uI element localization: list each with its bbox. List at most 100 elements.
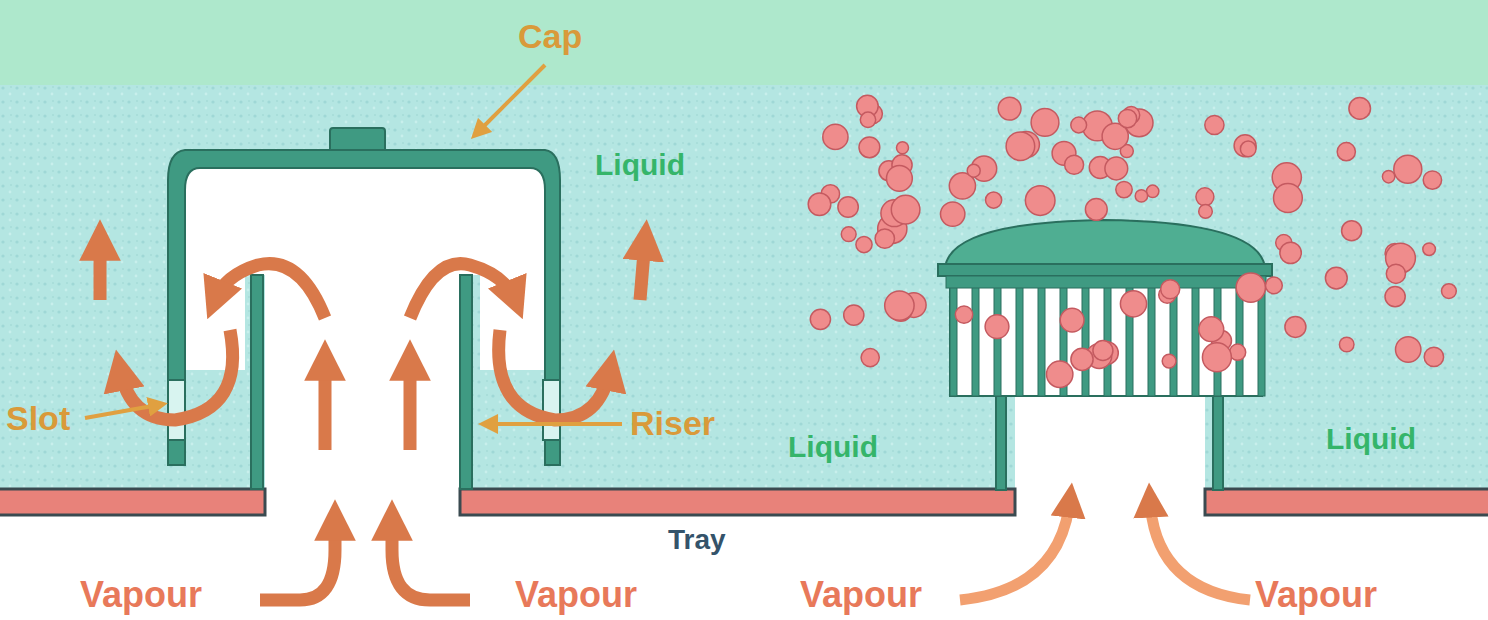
bubble (1442, 284, 1457, 299)
bubble (841, 227, 856, 242)
part-label: Slot (6, 400, 70, 437)
bubble (823, 124, 848, 149)
bubble (1396, 337, 1421, 362)
bubble (941, 202, 965, 226)
top-band (0, 0, 1488, 95)
slot (543, 380, 560, 440)
bubble (844, 305, 864, 325)
bubble (1424, 347, 1443, 366)
valve-band (946, 276, 1266, 288)
part-label: Cap (518, 18, 582, 55)
bubble (885, 291, 914, 320)
slot-bar (1082, 276, 1089, 396)
flow-label: Vapour (80, 575, 202, 615)
bubble (998, 97, 1021, 120)
bubble (1337, 143, 1355, 161)
bubble (1266, 277, 1283, 294)
bubble (861, 349, 879, 367)
bubble (1060, 308, 1084, 332)
vapour-flow-arrow (960, 500, 1250, 600)
bubble (1325, 267, 1347, 289)
tray-plate (0, 489, 1488, 515)
flow-label: Vapour (515, 575, 637, 615)
leader-line (85, 65, 622, 424)
flow-label: Vapour (1255, 575, 1377, 615)
bubble (856, 237, 872, 253)
part-label: Riser (630, 405, 715, 442)
bubble (1423, 243, 1436, 256)
slot-bar (1104, 276, 1111, 396)
bubble (1236, 273, 1265, 302)
bubble (1385, 287, 1405, 307)
bubble (1285, 316, 1306, 337)
slot-bar (1192, 276, 1199, 396)
flow-label: Vapour (800, 575, 922, 615)
region-label: Liquid (788, 430, 878, 463)
slot (168, 380, 185, 440)
slot-bar (950, 276, 957, 396)
bubble (986, 192, 1002, 208)
bubble (1105, 157, 1128, 180)
bubble (1120, 291, 1146, 317)
bubble (1199, 205, 1213, 219)
bubble (1161, 280, 1180, 299)
bubble (1386, 264, 1405, 283)
bubble (1205, 115, 1224, 134)
bubble-cap (168, 128, 560, 465)
bubble (1394, 155, 1422, 183)
bubble (887, 166, 913, 192)
bubble (1342, 221, 1362, 241)
vapour-flow-arrow (100, 240, 645, 600)
bubble (810, 309, 830, 329)
bubble (891, 195, 920, 224)
bubble (1382, 171, 1394, 183)
bubble (1071, 117, 1087, 133)
bubble (1280, 242, 1301, 263)
slot-bar (972, 276, 979, 396)
vapour-bubbles (808, 95, 1456, 387)
slot-bar (1016, 276, 1023, 396)
bubble (1234, 135, 1256, 157)
bubble (955, 306, 972, 323)
bubble (808, 193, 831, 216)
liquid-layer (0, 85, 1488, 490)
bubble (1202, 343, 1231, 372)
bubble (1162, 354, 1176, 368)
bubble (875, 229, 894, 248)
bubble (1047, 361, 1073, 387)
bubble (1349, 98, 1371, 120)
bubble (897, 142, 909, 154)
riser (251, 275, 263, 489)
bubble (1093, 341, 1113, 361)
bubble (1196, 188, 1214, 206)
slot-bar (1148, 276, 1155, 396)
valve-slots (946, 276, 1266, 396)
region-label: Liquid (595, 148, 685, 181)
region-label: Liquid (1326, 422, 1416, 455)
bubble (1199, 317, 1224, 342)
bubble (859, 137, 880, 158)
bubble (1025, 186, 1055, 216)
bubble (1135, 190, 1147, 202)
bubble (1116, 181, 1132, 197)
bubble (1071, 348, 1093, 370)
bubble (1085, 199, 1107, 221)
bubble (1006, 132, 1035, 161)
part-label: Tray (668, 525, 726, 556)
bubble (1065, 155, 1084, 174)
bubble (1423, 171, 1441, 189)
bubble (838, 197, 858, 217)
bubble (1031, 109, 1059, 137)
valve-cap (938, 220, 1272, 490)
slot-bar (1038, 276, 1045, 396)
bubble (1147, 185, 1159, 197)
bubble (1118, 109, 1136, 127)
bubble (860, 112, 875, 127)
bubble (967, 164, 980, 177)
riser (460, 275, 472, 489)
bubble (985, 315, 1009, 339)
bubble (1240, 141, 1256, 157)
bubble (1339, 337, 1354, 352)
